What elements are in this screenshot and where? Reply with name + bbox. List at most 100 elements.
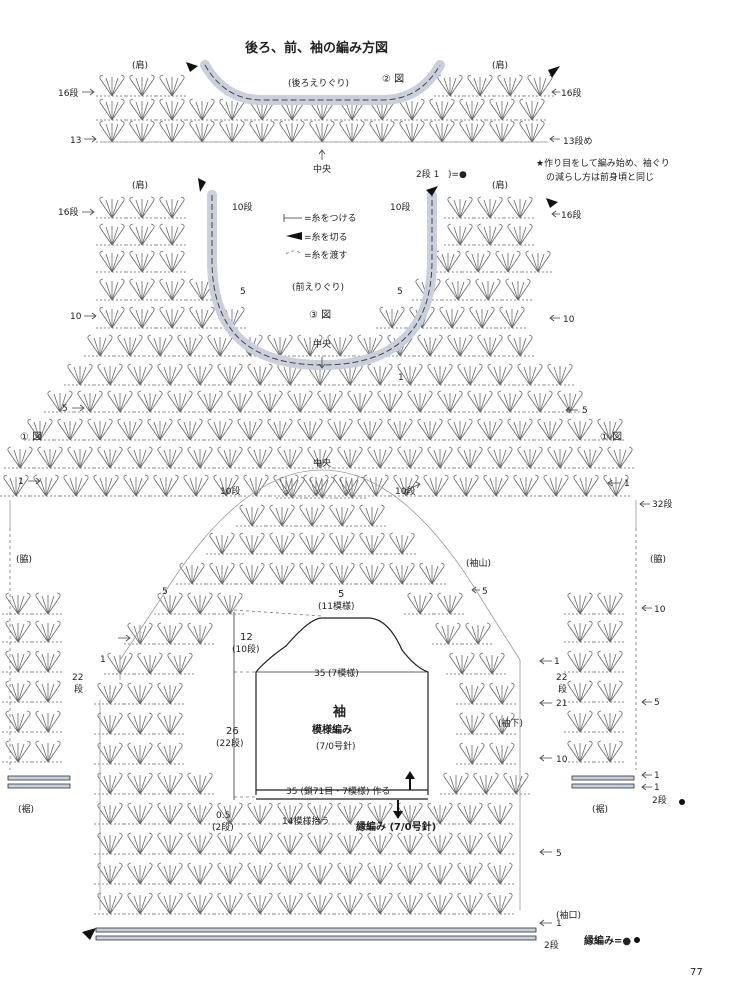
stitch-fan-motif [355,562,389,585]
side-label-left: (脇) [16,554,32,565]
sleeve-row10-left: 10段 [220,485,240,497]
sleeve-row21: 21 [556,699,567,709]
stitch-fan-motif [515,98,549,121]
stitch-fan-motif [515,120,549,143]
stitch-fan-motif [543,446,577,469]
back-center-label: 中央 [313,163,331,175]
stitch-fan-motif [33,446,67,469]
stitch-fan-motif [453,363,487,386]
front-row2-1-symbol: )=● [448,170,467,180]
stitch-fan-motif [243,446,277,469]
stitch-fan-motif [31,710,65,733]
stitch-fan-motif [563,620,597,643]
stitch-fan-motif [95,306,129,329]
stitch-fan-motif [393,446,427,469]
cuff-band-2 [95,935,537,941]
sleeve-edge-dot [634,937,640,943]
stitch-fan-motif [265,562,299,585]
front-body-chart: (肩) (肩) 16段 16段 10段 10段 5 5 10 10 5 5 1 … [0,168,672,528]
stitch-fan-motif [433,390,467,413]
stitch-fan-motif [563,592,597,615]
stitch-fan-motif [543,363,577,386]
stitch-fan-motif [95,74,129,97]
stitch-fan-motif [483,892,517,915]
front-row10-left-arrow [84,312,97,320]
stitch-fan-motif [215,120,249,143]
stitch-fan-motif [153,892,187,915]
stitch-fan-motif [423,802,457,825]
stitch-fan-motif [179,474,213,497]
stitch-fan-motif [63,363,97,386]
front-row10-right-arrow [549,314,560,322]
stitch-fan-motif [183,802,217,825]
stitch-fan-motif [299,474,333,497]
stitch-fan-motif [491,250,525,273]
stitch-fan-motif [239,474,273,497]
stitch-fan-motif [93,682,127,705]
stitch-fan-motif [413,334,447,357]
stitch-fan-motif [501,278,535,301]
sleeve-row5: 5 [556,849,562,859]
side-row2: 2段 [652,794,667,806]
stitch-fan-motif [265,532,299,555]
stitch-fan-motif [373,390,407,413]
front-shoulder-left: (肩) [132,179,148,191]
sleeve-cap-row1-arrow [539,657,552,665]
stitch-fan-motif [83,334,117,357]
stitch-fan-motif [593,620,627,643]
stitch-fan-motif [125,74,159,97]
stitch-fan-motif [205,532,239,555]
stitch-fan-motif [113,418,147,441]
stitch-fan-motif [403,390,437,413]
stitch-fan-motif [513,363,547,386]
back-neckline-label: (後ろえりぐり) [288,77,349,89]
front-cut-marker-left [198,178,206,192]
stitch-fan-motif [365,120,399,143]
stitch-fan-motif [393,832,427,855]
stitch-fan-motif [63,446,97,469]
stitch-fan-motif [123,622,157,645]
schem-cap-height: 12 [240,632,253,643]
stitch-fan-motif [273,832,307,855]
stitch-fan-motif [1,680,35,703]
stitch-fan-motif [593,680,627,703]
legend-attach-text: =糸をつける [304,212,357,224]
sleeve-row21-arrow [539,699,552,707]
sleeve-center-label: 中央 [313,457,331,469]
sleeve-cap-label: (袖山) [466,557,491,569]
sleeve-edge-label: 縁編み=● [584,934,631,947]
side-row1b-arrow [641,783,652,791]
stitch-fan-motif [343,390,377,413]
stitch-fan-motif [325,532,359,555]
side-panels: (脇) (脇) (裾) (裾) 10 5 1 1 2段 22 段 22 段 1 [1,528,685,815]
front-row5-left-neck: 5 [240,287,246,297]
stitch-fan-motif [29,474,63,497]
schem-chain-note: 35 (鎖71目・7模様) 作る [286,785,390,797]
stitch-fan-motif [423,832,457,855]
stitch-fan-motif [329,474,363,497]
stitch-fan-motif [293,418,327,441]
schem-edge-height: 0.5 [216,811,230,821]
stitch-fan-motif [43,390,77,413]
stitch-fan-motif [153,712,187,735]
stitch-fan-motif [563,650,597,673]
sleeve-stitch-motifs [93,476,533,915]
hem-right-band-1 [571,775,635,781]
stitch-fan-motif [415,562,449,585]
stitch-fan-motif [183,862,217,885]
stitch-fan-motif [363,892,397,915]
stitch-fan-motif [433,74,467,97]
legend-attach-symbol [283,214,302,222]
back-shoulder-right: (肩) [492,59,508,71]
stitch-fan-motif [473,223,507,246]
stitch-fan-motif [423,862,457,885]
stitch-fan-motif [453,802,487,825]
stitch-fan-motif [593,740,627,763]
schem-hook: (7/0号針) [316,740,356,752]
stitch-fan-motif [153,682,187,705]
back-row13-left: 13 [70,136,81,146]
stitch-fan-motif [513,446,547,469]
stitch-fan-motif [485,742,519,765]
front-row5-left-arrow [72,404,85,412]
stitch-fan-motif [333,802,367,825]
